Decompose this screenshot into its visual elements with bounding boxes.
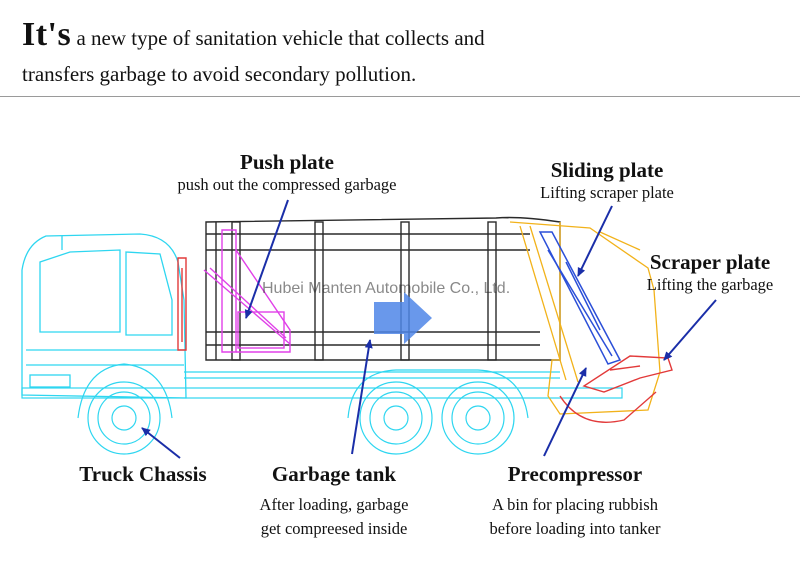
front-wheel (77, 363, 173, 455)
flow-arrow-icon (374, 292, 432, 344)
push-plate-desc: push out the compressed garbage (177, 175, 397, 194)
header-line-2: transfers garbage to avoid secondary pol… (22, 62, 417, 86)
precompressor-desc-2: before loading into tanker (489, 519, 661, 538)
truck-chassis-title: Truck Chassis (79, 462, 207, 486)
scraper-plate (559, 355, 673, 423)
header-divider (0, 96, 800, 97)
push-plate-title: Push plate (240, 150, 334, 174)
truck-chassis-label: Truck Chassis (60, 462, 226, 487)
scraper-plate-label: Scraper plate Lifting the garbage (624, 250, 796, 295)
hopper-body (509, 221, 661, 415)
precompressor-desc-1: A bin for placing rubbish (492, 495, 658, 514)
push-plate-label: Push plate push out the compressed garba… (144, 150, 430, 195)
header-lead: It's (22, 16, 72, 53)
precompressor-label: Precompressor A bin for placing rubbish … (456, 462, 694, 539)
sliding-plate-title: Sliding plate (550, 158, 664, 182)
push-plate-arrow (244, 199, 289, 319)
sliding-plate-label: Sliding plate Lifting scraper plate (512, 158, 702, 203)
garbage-tank-desc-1: After loading, garbage (259, 495, 409, 514)
precompressor-arrow (543, 367, 587, 457)
sliding-plate-desc: Lifting scraper plate (540, 183, 674, 202)
rear-wheel-1 (359, 381, 433, 455)
garbage-tank-body (205, 216, 561, 361)
push-plate-mechanism (203, 229, 291, 353)
header-line-1: It's a new type of sanitation vehicle th… (22, 18, 782, 53)
garbage-tank-label: Garbage tank After loading, garbage get … (232, 462, 436, 539)
garbage-tank-desc-2: get compreesed inside (260, 519, 408, 538)
header: It's a new type of sanitation vehicle th… (22, 18, 782, 89)
header-line-1-rest: a new type of sanitation vehicle that co… (71, 26, 485, 50)
truck-cab (21, 233, 187, 399)
scraper-plate-arrow (663, 299, 717, 361)
sliding-plate-arm (538, 231, 622, 365)
wheels (77, 363, 529, 455)
scraper-plate-title: Scraper plate (649, 250, 771, 274)
sliding-plate-arrow (577, 205, 613, 277)
rear-wheel-2 (347, 369, 529, 455)
garbage-tank-arrow (351, 339, 373, 455)
leader-arrows (141, 199, 717, 459)
truck-chassis-arrow (141, 427, 181, 459)
precompressor-title: Precompressor (507, 462, 643, 486)
garbage-tank-title: Garbage tank (271, 462, 397, 486)
chassis-frame (21, 371, 623, 399)
watermark: Hubei Manten Automobile Co., Ltd. (262, 280, 511, 297)
cab-accessory (177, 257, 187, 351)
scraper-plate-desc: Lifting the garbage (646, 275, 774, 294)
